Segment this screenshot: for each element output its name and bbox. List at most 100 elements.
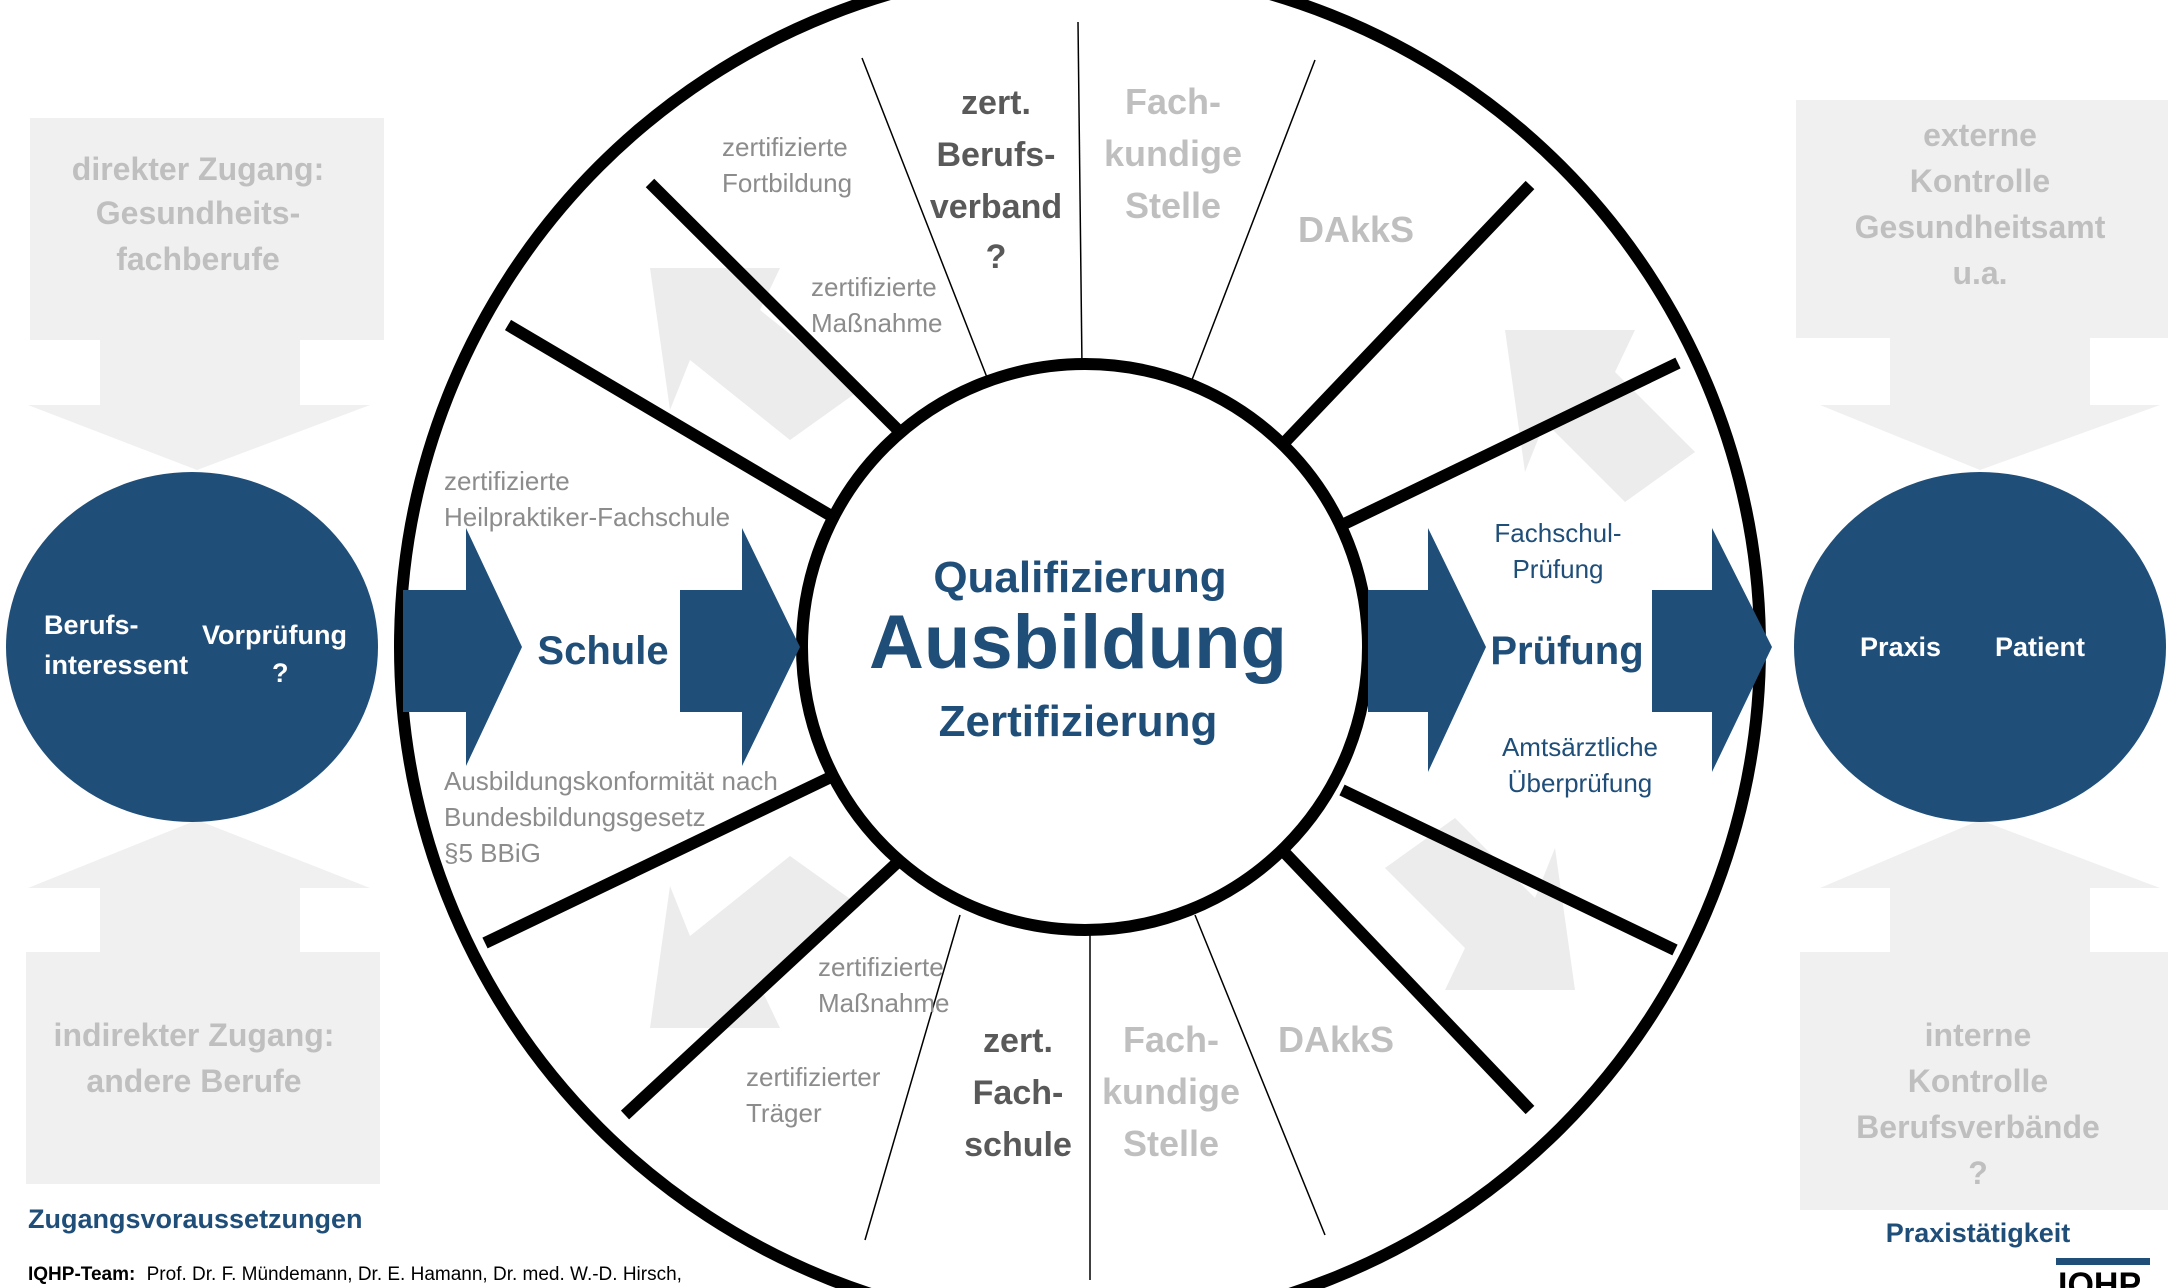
team-credit: IQHP-Team: Prof. Dr. F. Mündemann, Dr. E… (28, 1264, 682, 1285)
internal-control-line-2: Kontrolle (1908, 1063, 2048, 1099)
seg-fortbildung-line-1: zertifizierte (722, 132, 848, 162)
ring-thin-dividers (861, 21, 1326, 1280)
divider-upper-left-1 (645, 178, 905, 437)
external-control-arrow (1820, 338, 2160, 470)
seg-bottom-dakks: DAkkS (1278, 1019, 1394, 1060)
seg-bottom-massnahme-line-1: zertifizierte (818, 952, 944, 982)
seg-top-fachkundig-line-3: Stelle (1125, 185, 1221, 226)
praxis-label: Praxis (1860, 632, 1941, 662)
direct-access-box (30, 118, 384, 340)
seg-top-fachkundig-line-2: kundige (1104, 133, 1242, 174)
external-control-line-1: externe (1923, 117, 2037, 153)
berufsinteressent-line-2: interessent (44, 650, 188, 680)
internal-control-arrow (1820, 820, 2160, 952)
center-qualifizierung: Qualifizierung (933, 553, 1226, 602)
lower-left-pale-arrow (650, 856, 860, 1028)
seg-amtsaerztlich-line-2: Überprüfung (1508, 768, 1653, 798)
seg-top-dakks: DAkkS (1298, 209, 1414, 250)
vorpruefung-line-2: ? (272, 658, 289, 688)
vorpruefung-line-1: Vorprüfung (202, 620, 347, 650)
indirect-access-box (26, 952, 380, 1184)
seg-fachschule-line-3: schule (964, 1126, 1072, 1164)
iqhp-logo: IQHP (2056, 1258, 2150, 1288)
left-access-boxes (26, 118, 384, 1184)
upper-right-pale-arrow (1505, 330, 1695, 502)
ring-dividers (482, 178, 1681, 1120)
thin-divider-top-3 (1189, 59, 1316, 386)
seg-bbig-line-2: Bundesbildungsgesetz (444, 802, 706, 832)
divider-lower-left-1 (620, 855, 905, 1120)
seg-bottom-massnahme-line-2: Maßnahme (818, 988, 950, 1018)
seg-verband-line-3: verband (930, 188, 1062, 226)
indirect-access-line-2: andere Berufe (86, 1063, 301, 1099)
caption-zugangsvoraussetzungen: Zugangsvoraussetzungen (28, 1204, 363, 1234)
logo-bar (2056, 1258, 2150, 1265)
upper-left-pale-arrow (650, 268, 860, 440)
seg-bottom-fachkundig-line-3: Stelle (1123, 1123, 1219, 1164)
direct-access-line-1: direkter Zugang: (72, 151, 324, 187)
ring-background-arrows (650, 268, 1695, 1028)
arrow-left-2 (680, 528, 800, 766)
seg-bbig-line-1: Ausbildungskonformität nach (444, 766, 778, 796)
schule-label: Schule (537, 629, 668, 673)
seg-heilpraktiker-line-1: zertifizierte (444, 466, 570, 496)
external-control-line-4: u.a. (1952, 255, 2007, 291)
seg-fachschule-line-1: zert. (983, 1022, 1053, 1060)
patient-label: Patient (1995, 632, 2085, 662)
praxis-circle (1794, 472, 2166, 822)
divider-lower-right-2 (1339, 784, 1678, 956)
direct-access-arrow (28, 340, 370, 470)
caption-praxistaetigkeit: Praxistätigkeit (1886, 1218, 2071, 1248)
divider-upper-right-2 (1339, 357, 1681, 531)
logo-text: IQHP (2058, 1266, 2141, 1288)
seg-top-fachkundig-line-1: Fach- (1125, 81, 1221, 122)
seg-verband-line-1: zert. (961, 84, 1031, 122)
flow-arrows (403, 528, 1772, 772)
arrow-right-2 (1652, 528, 1772, 772)
center-ausbildung: Ausbildung (869, 600, 1287, 685)
seg-top-massnahme-line-1: zertifizierte (811, 272, 937, 302)
indirect-access-line-1: indirekter Zugang: (54, 1017, 335, 1053)
seg-fachschule-line-2: Fach- (973, 1074, 1064, 1112)
pruefung-label: Prüfung (1490, 629, 1643, 673)
arrow-left-1 (403, 528, 522, 766)
thin-divider-bottom-3 (1194, 914, 1326, 1236)
divider-upper-right-1 (1280, 180, 1535, 447)
indirect-access-arrow (28, 820, 370, 952)
arrow-right-1 (1368, 528, 1486, 772)
internal-control-line-3: Berufsverbände (1856, 1109, 2100, 1145)
thin-divider-top-2 (1077, 21, 1083, 368)
seg-fachschulpruefung-line-1: Fachschul- (1494, 518, 1621, 548)
seg-bbig-line-3: §5 BBiG (444, 838, 541, 868)
seg-heilpraktiker-line-2: Heilpraktiker-Fachschule (444, 502, 730, 532)
divider-upper-left-2 (504, 319, 837, 523)
divider-lower-right-1 (1280, 848, 1535, 1115)
right-control-boxes (1796, 100, 2168, 1210)
seg-traeger-line-1: zertifizierter (746, 1062, 881, 1092)
external-control-line-2: Kontrolle (1910, 163, 2050, 199)
team-names: Prof. Dr. F. Mündemann, Dr. E. Hamann, D… (147, 1264, 682, 1285)
seg-fortbildung-line-2: Fortbildung (722, 168, 852, 198)
team-label: IQHP-Team: (28, 1264, 135, 1285)
internal-control-line-4: ? (1968, 1155, 1988, 1191)
thin-divider-bottom-1 (864, 914, 961, 1241)
lower-right-pale-arrow (1385, 818, 1575, 990)
seg-amtsaerztlich-line-1: Amtsärztliche (1502, 732, 1658, 762)
seg-bottom-fachkundig-line-1: Fach- (1123, 1019, 1219, 1060)
external-control-box (1796, 100, 2168, 338)
seg-traeger-line-2: Träger (746, 1098, 822, 1128)
direct-access-line-2: Gesundheits- (96, 195, 300, 231)
seg-verband-line-2: Berufs- (936, 136, 1055, 174)
internal-control-line-1: interne (1925, 1017, 2032, 1053)
direct-access-line-3: fachberufe (116, 241, 280, 277)
internal-control-box (1800, 952, 2168, 1210)
thin-divider-top-1 (861, 57, 989, 381)
external-control-line-3: Gesundheitsamt (1855, 209, 2106, 245)
seg-top-massnahme-line-2: Maßnahme (811, 308, 943, 338)
seg-fachschulpruefung-line-2: Prüfung (1512, 554, 1603, 584)
seg-bottom-fachkundig-line-2: kundige (1102, 1071, 1240, 1112)
divider-lower-left-2 (482, 770, 836, 949)
center-zertifizierung: Zertifizierung (939, 697, 1218, 746)
berufsinteressent-circle (6, 472, 378, 822)
